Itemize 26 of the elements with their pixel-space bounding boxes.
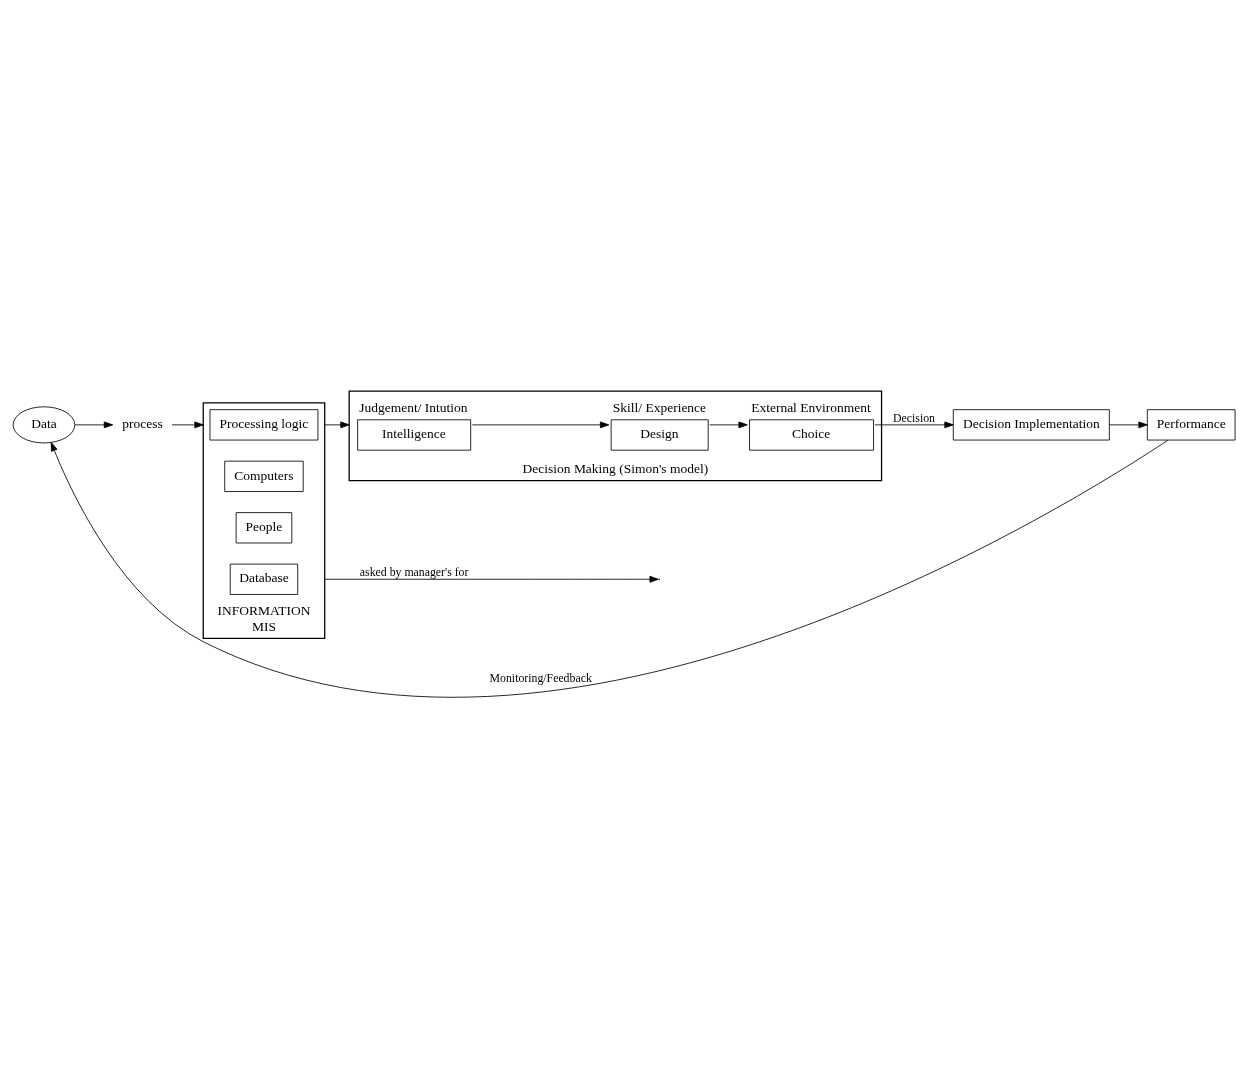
arrow xyxy=(874,421,954,428)
node-box: Design xyxy=(610,418,709,451)
node-label: External Environment xyxy=(751,399,871,415)
arrow xyxy=(709,421,748,428)
arrow xyxy=(1109,421,1148,428)
arrow xyxy=(50,439,1169,697)
edge-label: Decision xyxy=(893,410,936,425)
node-label: Skill/ Experience xyxy=(612,399,707,415)
edge-label: asked by manager's for xyxy=(359,564,469,579)
arrow xyxy=(171,421,204,428)
node-box: Intelligence xyxy=(357,418,472,451)
node-box: Decision Implementation xyxy=(952,408,1110,440)
edge-label: Monitoring/Feedback xyxy=(489,670,592,685)
node-box: Processing logic xyxy=(209,408,319,440)
node-box: Computers xyxy=(224,460,304,492)
node-text: process xyxy=(122,415,163,431)
node-label: Judgement/ Intution xyxy=(359,399,468,415)
node-box: Performance xyxy=(1146,408,1236,440)
node-ellipse: Data xyxy=(12,405,76,443)
arrow xyxy=(471,421,610,428)
arrow xyxy=(324,421,350,428)
node-box: Database xyxy=(229,563,299,595)
arrow xyxy=(74,421,114,428)
node-box: People xyxy=(235,511,293,543)
node-box: Choice xyxy=(749,418,874,451)
arrow xyxy=(324,575,659,583)
